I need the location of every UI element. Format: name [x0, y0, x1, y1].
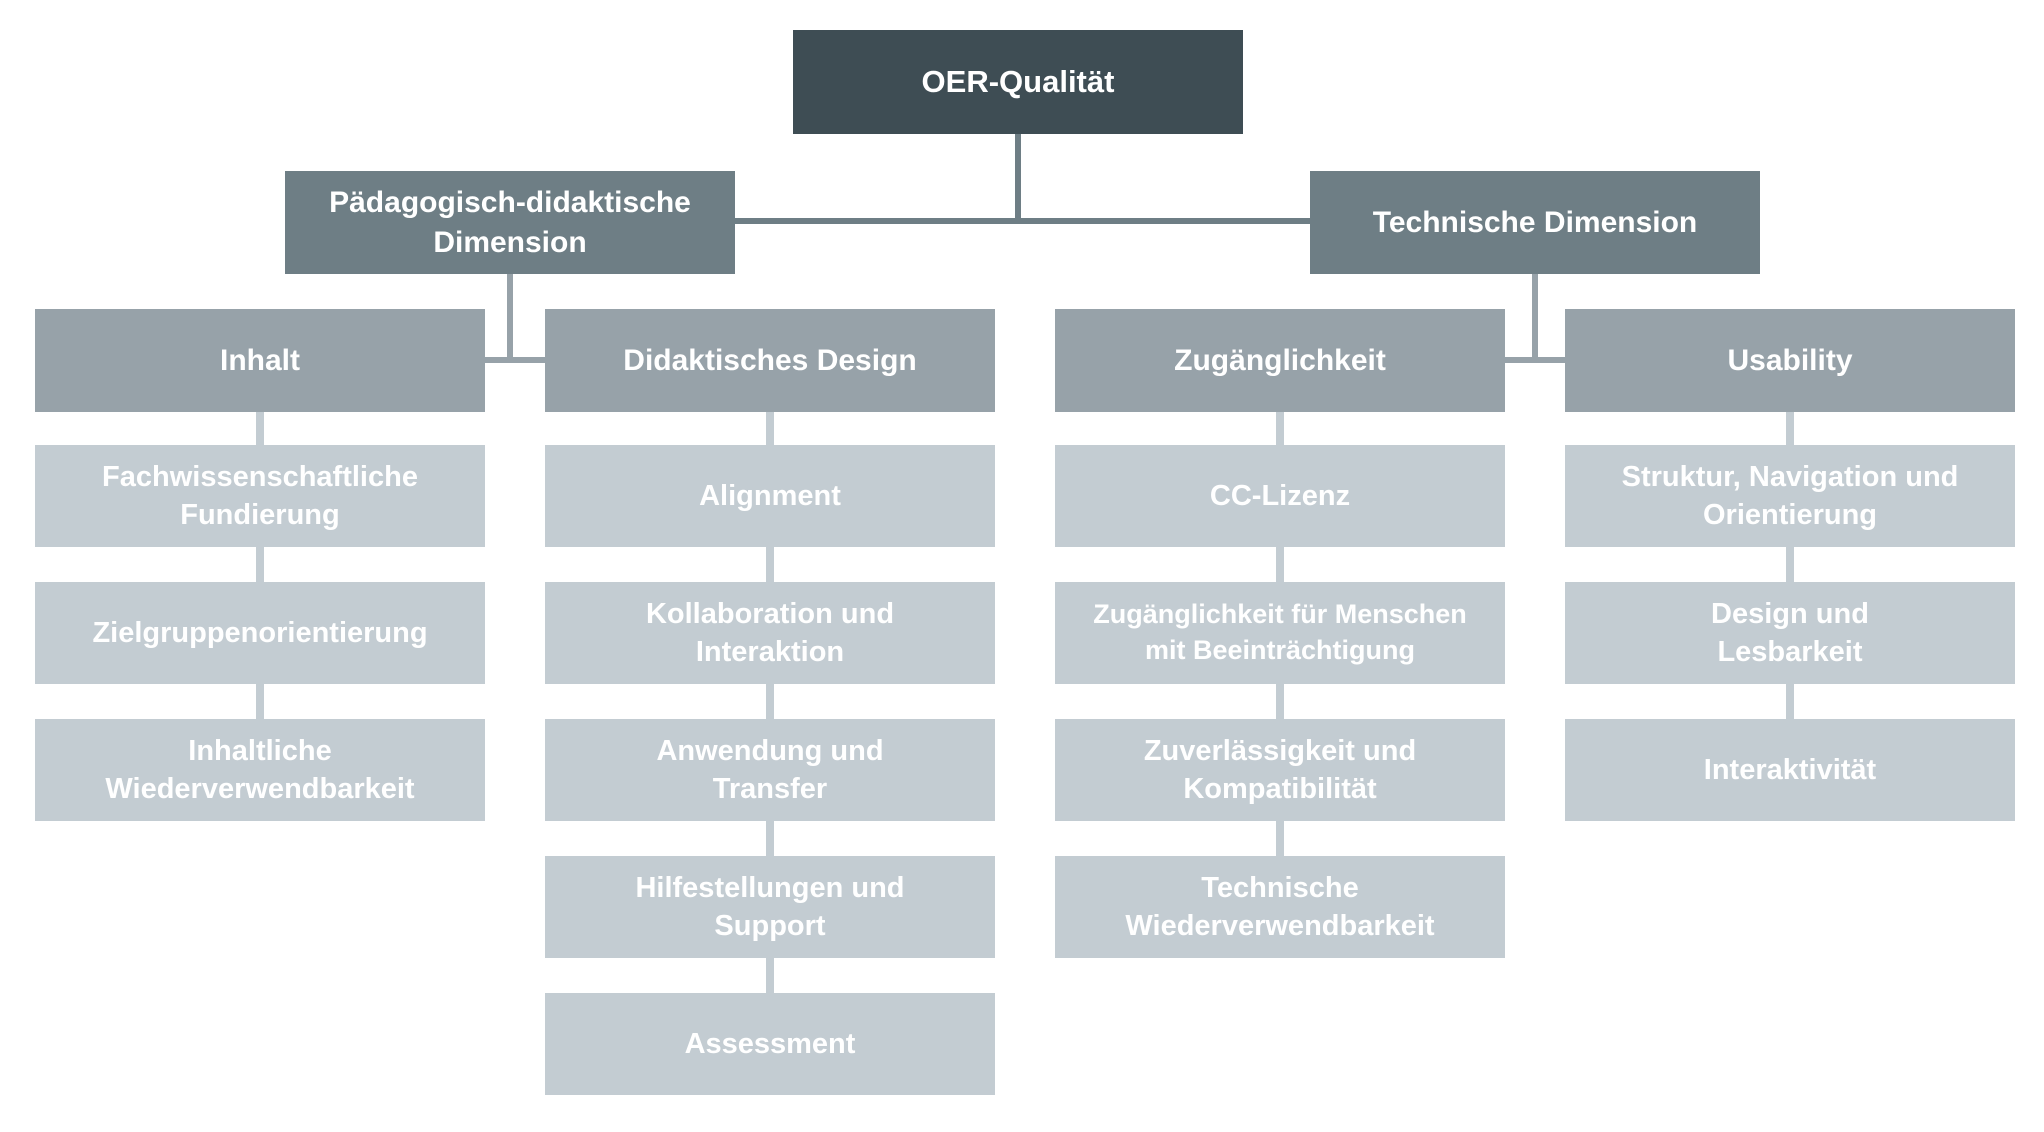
dimension-node-paedagogisch-didaktisch: Pädagogisch-didaktische Dimension [285, 171, 735, 274]
connector-col3-item2 [1276, 544, 1284, 585]
category-node-didaktisches-design: Didaktisches Design [545, 309, 995, 412]
category-node-zugaenglichkeit: Zugänglichkeit [1055, 309, 1505, 412]
connector-dimension1-vertical [507, 272, 513, 363]
connector-col2-item1 [766, 409, 774, 449]
connector-col3-item4 [1276, 818, 1284, 859]
leaf-node-kollaboration-und-interaktion: Kollaboration und Interaktion [545, 582, 995, 684]
connector-col3-item1 [1276, 409, 1284, 449]
connector-dimension1-branch [483, 357, 547, 363]
connector-col4-item2 [1786, 544, 1794, 585]
connector-col3-item3 [1276, 681, 1284, 722]
connector-col2-item3 [766, 681, 774, 722]
leaf-node-inhaltliche-wiederverwendbarkeit: Inhaltliche Wiederverwendbarkeit [35, 719, 485, 821]
leaf-node-anwendung-und-transfer: Anwendung und Transfer [545, 719, 995, 821]
category-node-inhalt: Inhalt [35, 309, 485, 412]
connector-col4-item3 [1786, 681, 1794, 722]
connector-col2-item2 [766, 544, 774, 585]
connector-col1-item2 [256, 544, 264, 585]
connector-dimension2-branch [1503, 357, 1567, 363]
connector-root-vertical [1015, 132, 1021, 224]
root-node-oer-qualitaet: OER-Qualität [793, 30, 1243, 134]
leaf-node-technische-wiederverwendbarkeit: Technische Wiederverwendbarkeit [1055, 856, 1505, 958]
connector-col1-item1 [256, 409, 264, 449]
leaf-node-hilfestellungen-und-support: Hilfestellungen und Support [545, 856, 995, 958]
leaf-node-zugaenglichkeit-fuer-menschen: Zugänglichkeit für Menschen mit Beeinträ… [1055, 582, 1505, 684]
leaf-node-interaktivitaet: Interaktivität [1565, 719, 2015, 821]
dimension-node-technisch: Technische Dimension [1310, 171, 1760, 274]
connector-col1-item3 [256, 681, 264, 722]
leaf-node-zielgruppenorientierung: Zielgruppenorientierung [35, 582, 485, 684]
connector-col2-item4 [766, 818, 774, 859]
connector-col4-item1 [1786, 409, 1794, 449]
leaf-node-design-und-lesbarkeit: Design und Lesbarkeit [1565, 582, 2015, 684]
leaf-node-struktur-navigation-orientierung: Struktur, Navigation und Orientierung [1565, 445, 2015, 547]
connector-dimensions-horizontal [733, 218, 1312, 224]
connector-col2-item5 [766, 955, 774, 996]
leaf-node-alignment: Alignment [545, 445, 995, 547]
leaf-node-assessment: Assessment [545, 993, 995, 1095]
leaf-node-cc-lizenz: CC-Lizenz [1055, 445, 1505, 547]
category-node-usability: Usability [1565, 309, 2015, 412]
connector-dimension2-vertical [1532, 272, 1538, 363]
leaf-node-zuverlaessigkeit-und-kompatibilitaet: Zuverlässigkeit und Kompatibilität [1055, 719, 1505, 821]
leaf-node-fachwissenschaftliche-fundierung: Fachwissenschaftliche Fundierung [35, 445, 485, 547]
